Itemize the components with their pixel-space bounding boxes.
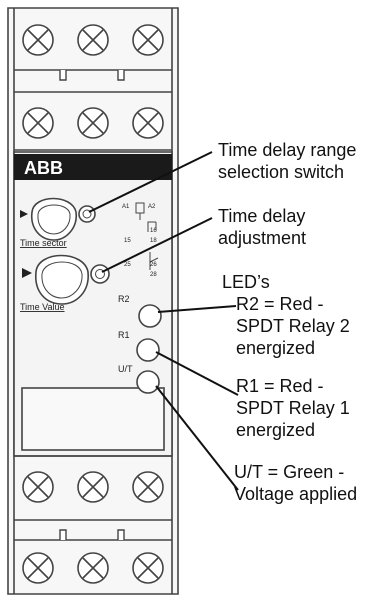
leader-ut <box>155 385 239 491</box>
led-r2 <box>138 304 162 328</box>
led-r2-label: R2 <box>118 294 130 304</box>
value-pointer-icon <box>22 268 32 278</box>
time-sector-label: Time sector <box>20 238 67 248</box>
screw-terminal <box>22 107 54 139</box>
leader-lines <box>88 151 239 491</box>
callout-r2: R2 = Red - SPDT Relay 2 energized <box>236 294 355 358</box>
terminal-26-label: 26 <box>150 262 157 268</box>
terminal-a1-label: A1 <box>122 204 130 210</box>
screw-terminal <box>77 552 109 584</box>
terminal-18-label: 18 <box>150 238 157 244</box>
sector-pointer-icon <box>20 210 28 218</box>
screw-terminal <box>22 24 54 56</box>
time-value-label: Time Value <box>20 302 65 312</box>
callout-leds-heading: LED’s <box>222 272 270 292</box>
screw-terminal <box>132 471 164 503</box>
screw-terminal <box>22 552 54 584</box>
screw-terminal <box>132 552 164 584</box>
terminal-a2-label: A2 <box>148 204 156 210</box>
callout-r1: R1 = Red - SPDT Relay 1 energized <box>236 376 355 440</box>
screw-row-second <box>22 107 164 139</box>
top-notches <box>59 70 125 540</box>
terminal-25-label: 25 <box>124 262 131 268</box>
screw-terminal <box>77 24 109 56</box>
screw-terminal <box>132 107 164 139</box>
callout-adjustment: Time delay adjustment <box>218 206 310 248</box>
leader-range-switch <box>88 151 213 213</box>
screw-terminal <box>22 471 54 503</box>
led-ut-label: U/T <box>118 364 133 374</box>
brand-logo: ABB <box>24 158 63 178</box>
leader-adjustment <box>101 217 213 273</box>
screw-terminal <box>132 24 164 56</box>
leader-r2 <box>157 305 237 313</box>
callout-ut: U/T = Green - Voltage applied <box>234 462 357 504</box>
screw-row-third <box>22 471 164 503</box>
leader-r1 <box>155 351 239 396</box>
label-window <box>21 387 165 451</box>
led-r1-label: R1 <box>118 330 130 340</box>
screw-terminal <box>77 471 109 503</box>
screw-terminal <box>77 107 109 139</box>
terminal-28-label: 28 <box>150 272 157 278</box>
wiring-schematic <box>135 202 159 270</box>
screw-row-bottom <box>22 552 164 584</box>
led-ut <box>136 370 160 394</box>
brand-bar <box>14 154 172 180</box>
terminal-16-label: 16 <box>150 228 157 234</box>
time-sector-dial[interactable] <box>30 197 96 241</box>
callout-range-switch: Time delay range selection switch <box>218 140 361 182</box>
screw-row-top <box>22 24 164 56</box>
time-value-dial[interactable] <box>35 254 110 305</box>
led-r1 <box>136 338 160 362</box>
relay-device <box>7 7 179 595</box>
terminal-15-label: 15 <box>124 238 131 244</box>
